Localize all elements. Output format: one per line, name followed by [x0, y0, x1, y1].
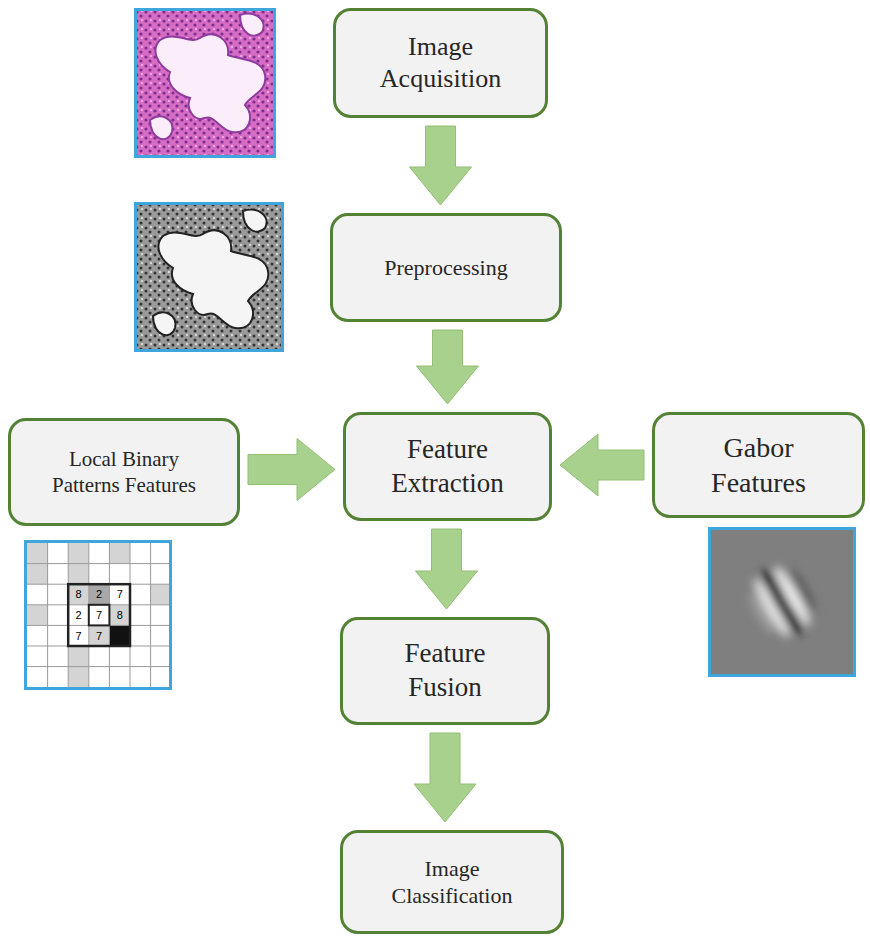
block-arrow	[560, 434, 644, 496]
image-frame	[136, 10, 275, 157]
grid-line	[150, 543, 151, 687]
box-label: Gabor Features	[684, 430, 834, 500]
image-frame	[710, 529, 855, 676]
image-frame	[136, 204, 283, 351]
gland-lumens	[150, 14, 265, 140]
block-arrow	[248, 439, 335, 501]
grid-line	[47, 543, 48, 687]
grid-cell	[27, 543, 48, 564]
grid-value-text: 2	[75, 609, 81, 621]
grid-cell	[151, 584, 172, 605]
grid-value: 7	[89, 605, 110, 626]
kernel-clip	[738, 555, 826, 650]
grid-value-text: 7	[75, 630, 81, 642]
block-arrow	[417, 330, 479, 404]
gland-lumens	[153, 210, 268, 336]
grid-cell	[68, 646, 89, 667]
grid-value: 8	[68, 584, 89, 605]
box-label: Preprocessing	[384, 254, 507, 282]
grid-cell	[68, 666, 89, 687]
process-box: Image Classification	[340, 830, 564, 934]
grey-cells	[27, 543, 171, 687]
process-box: Feature Fusion	[340, 617, 550, 725]
greyscale-image	[134, 202, 284, 352]
grid-cell	[68, 584, 89, 605]
grid-value: 7	[89, 625, 110, 646]
grid-value: 8	[109, 605, 130, 626]
grid-ground	[24, 540, 172, 690]
gland-lumen	[150, 116, 172, 139]
tissue-ground	[134, 202, 284, 352]
gland-lumen	[153, 312, 175, 335]
box-label: Feature Extraction	[368, 433, 528, 501]
grid-value-text: 7	[96, 609, 102, 621]
kernel-ground	[708, 527, 856, 677]
lbp-grid	[24, 540, 172, 690]
grid-line	[27, 666, 171, 667]
grid-value: 7	[68, 625, 89, 646]
neighbourhood-outline	[68, 584, 130, 646]
grid-cell	[109, 625, 130, 646]
kernel-stripe	[786, 567, 819, 614]
process-box: Feature Extraction	[343, 412, 552, 521]
grid-value: 7	[109, 584, 130, 605]
box-label: Feature Fusion	[370, 637, 520, 705]
gabor-kernel	[708, 527, 856, 677]
kernel-stripes	[738, 555, 826, 650]
grid-lines	[27, 543, 171, 687]
process-box: Gabor Features	[652, 412, 865, 518]
gland-lumen	[243, 210, 266, 232]
grid-cell	[109, 605, 130, 626]
process-box: Local Binary Patterns Features	[8, 418, 240, 526]
grid-value: 2	[68, 605, 89, 626]
grid-line	[27, 563, 171, 564]
histology-image	[134, 8, 276, 158]
image-frame	[26, 542, 171, 689]
box-label: Image Classification	[367, 855, 537, 910]
grid-cell	[68, 543, 89, 564]
block-arrow	[414, 733, 476, 822]
block-arrow	[410, 126, 472, 205]
grid-value: 2	[89, 584, 110, 605]
block-arrow	[416, 529, 478, 609]
grid-cell	[27, 564, 48, 585]
grid-cell	[27, 605, 48, 626]
grid-value-text: 2	[96, 588, 102, 600]
grid-value-text: 7	[96, 630, 102, 642]
grid-value-text: 7	[117, 588, 123, 600]
centre-cell	[89, 605, 110, 626]
gland-lumen	[158, 230, 268, 328]
grid-cell	[89, 625, 110, 646]
gland-lumen	[155, 34, 265, 132]
process-box: Preprocessing	[330, 213, 562, 322]
box-label: Local Binary Patterns Features	[37, 446, 212, 499]
box-label: Image Acquisition	[361, 31, 521, 96]
grid-cell	[68, 564, 89, 585]
tissue-ground	[134, 8, 276, 158]
grid-value-text: 8	[117, 609, 123, 621]
grid-value-text: 8	[75, 588, 81, 600]
grid-cell	[89, 584, 110, 605]
process-box: Image Acquisition	[333, 8, 548, 118]
grid-cell	[109, 543, 130, 564]
gland-lumen	[240, 14, 263, 36]
